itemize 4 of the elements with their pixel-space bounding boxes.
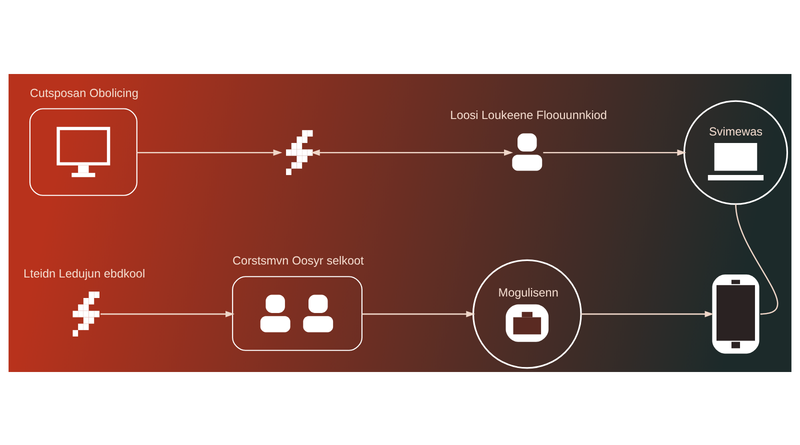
node-label: Corstsmvn Oosyr selkoot (232, 254, 364, 268)
node-label: Lteidn Ledujun ebdkool (24, 266, 146, 280)
node-label: Cutsposan Obolicing (30, 86, 138, 100)
node-label: Loosi Loukeene Floouunnkiod (450, 108, 607, 122)
